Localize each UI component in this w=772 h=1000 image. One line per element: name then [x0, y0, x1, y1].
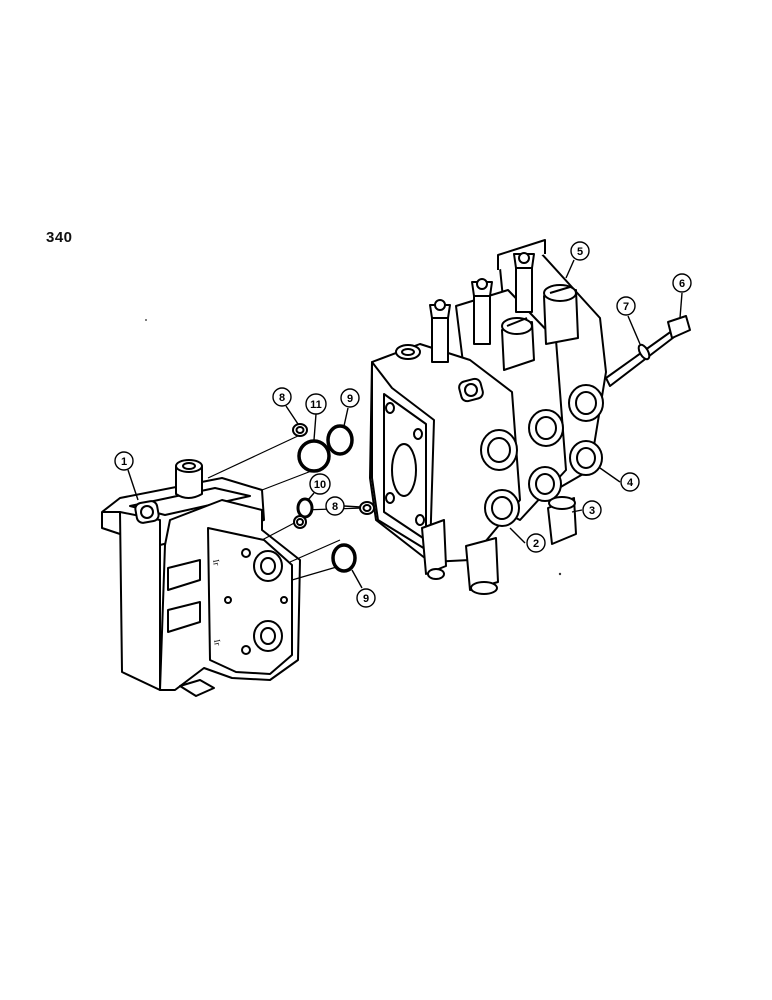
relief-cap-front	[501, 317, 535, 371]
callout-2: 2	[509, 527, 546, 553]
svg-text:8: 8	[332, 501, 338, 513]
callout-6: 6	[672, 273, 692, 319]
callout-9-lower: 9	[351, 569, 376, 608]
spool-1	[429, 299, 451, 363]
seal-ring-8-lower	[359, 501, 375, 515]
page-number: 340	[46, 229, 73, 246]
callout-3: 3	[571, 500, 602, 520]
callout-8-lower: 8	[325, 496, 361, 516]
callout-5: 5	[565, 241, 590, 279]
seal-ring-8-upper	[292, 423, 308, 437]
svg-text:9: 9	[363, 593, 369, 605]
callout-4: 4	[599, 467, 640, 492]
svg-text:9: 9	[347, 393, 353, 405]
spool-3	[513, 252, 535, 313]
svg-text:8: 8	[279, 392, 285, 404]
inlet-housing: Ir Ir	[101, 459, 301, 697]
relief-cap-back	[543, 284, 579, 345]
svg-text:2: 2	[533, 538, 539, 550]
svg-text:5: 5	[577, 246, 583, 258]
callout-10: 10	[307, 473, 331, 501]
callout-9-upper: 9	[340, 388, 360, 427]
svg-text:Ir: Ir	[211, 559, 222, 567]
control-valve-assembly	[369, 239, 691, 595]
plug-3	[547, 496, 577, 545]
spool-2	[471, 278, 493, 345]
washer-7	[637, 343, 651, 361]
svg-text:1: 1	[121, 456, 127, 468]
bottom-cap-a	[421, 519, 447, 580]
o-ring-9-lower	[331, 543, 357, 573]
o-ring-10	[293, 497, 314, 529]
svg-text:11: 11	[310, 399, 322, 411]
svg-text:7: 7	[623, 301, 629, 313]
svg-text:3: 3	[589, 505, 595, 517]
o-ring-9-upper	[326, 424, 354, 456]
svg-text:4: 4	[627, 477, 634, 489]
callout-1: 1	[114, 451, 139, 501]
callout-7: 7	[616, 296, 641, 345]
svg-text:6: 6	[679, 278, 685, 290]
callout-11: 11	[305, 393, 327, 441]
callout-8-upper: 8	[272, 387, 299, 425]
o-ring-11	[297, 439, 331, 473]
bottom-cap-b	[465, 537, 499, 595]
svg-text:Ir: Ir	[212, 639, 223, 647]
svg-text:10: 10	[314, 479, 326, 491]
